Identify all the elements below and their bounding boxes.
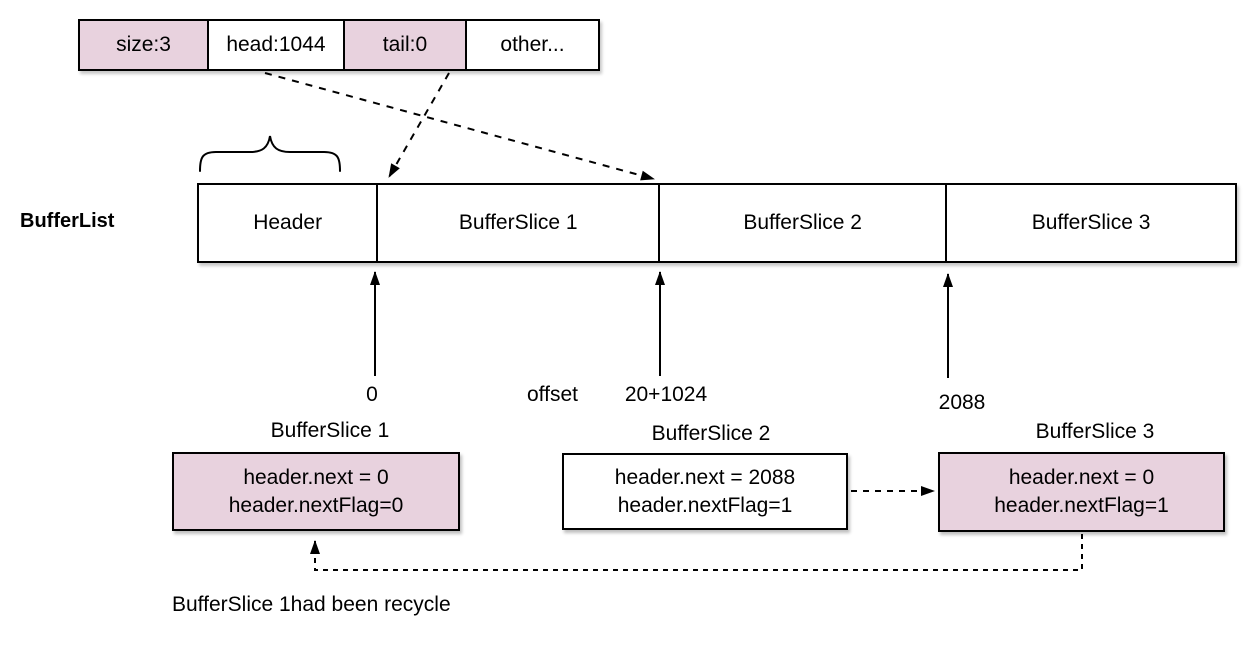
bufferlist-row: Header BufferSlice 1 BufferSlice 2 Buffe… [197, 183, 1237, 263]
slice1-nextflag: header.nextFlag=0 [228, 493, 404, 517]
row-cell-slice2: BufferSlice 2 [660, 185, 948, 261]
row-cell-slice1: BufferSlice 1 [378, 185, 661, 261]
row-cell-slice3: BufferSlice 3 [947, 185, 1235, 261]
header-cell-head: head:1044 [209, 21, 345, 69]
header-brace [199, 135, 341, 172]
header-cell-size: size:3 [80, 21, 209, 69]
row-cell-header-label: Header [253, 211, 323, 234]
offset-label-0: 0 [366, 383, 378, 406]
header-cell-tail-label: tail:0 [382, 33, 428, 56]
slice1-title: BufferSlice 1 [270, 419, 390, 442]
header-cell-other: other... [467, 21, 598, 69]
slice1-box: header.next = 0 header.nextFlag=0 [172, 452, 460, 531]
bufferlist-title: BufferList [20, 210, 115, 232]
tail-pointer-arrow [388, 72, 450, 178]
header-fields-box: size:3 head:1044 tail:0 other... [78, 19, 600, 71]
header-cell-tail: tail:0 [344, 21, 468, 69]
offset-axis-label: offset [527, 383, 578, 406]
row-cell-slice2-label: BufferSlice 2 [743, 211, 862, 234]
slice2-next: header.next = 2088 [614, 465, 796, 489]
head-pointer-arrow [264, 72, 655, 181]
slice3-next: header.next = 0 [1008, 466, 1155, 489]
slice3-nextflag: header.nextFlag=1 [994, 494, 1169, 517]
slice1-next: header.next = 0 [243, 465, 389, 489]
header-cell-other-label: other... [500, 33, 565, 56]
slice3-title: BufferSlice 3 [1035, 420, 1155, 443]
offset-label-1044: 20+1024 [624, 383, 708, 406]
slice3-box: header.next = 0 header.nextFlag=1 [938, 452, 1225, 532]
row-cell-slice3-label: BufferSlice 3 [1031, 211, 1151, 234]
header-cell-head-label: head:1044 [226, 33, 326, 56]
recycle-path-arrow [310, 534, 1083, 571]
slice2-box: header.next = 2088 header.nextFlag=1 [562, 453, 848, 530]
header-cell-size-label: size:3 [116, 33, 171, 56]
slice2-nextflag: header.nextFlag=1 [617, 493, 793, 517]
slice2-title: BufferSlice 2 [651, 422, 771, 445]
offset-label-2088: 2088 [938, 391, 986, 414]
row-cell-header: Header [199, 185, 379, 261]
row-cell-slice1-label: BufferSlice 1 [458, 211, 578, 234]
recycle-note: BufferSlice 1had been recycle [172, 593, 451, 616]
